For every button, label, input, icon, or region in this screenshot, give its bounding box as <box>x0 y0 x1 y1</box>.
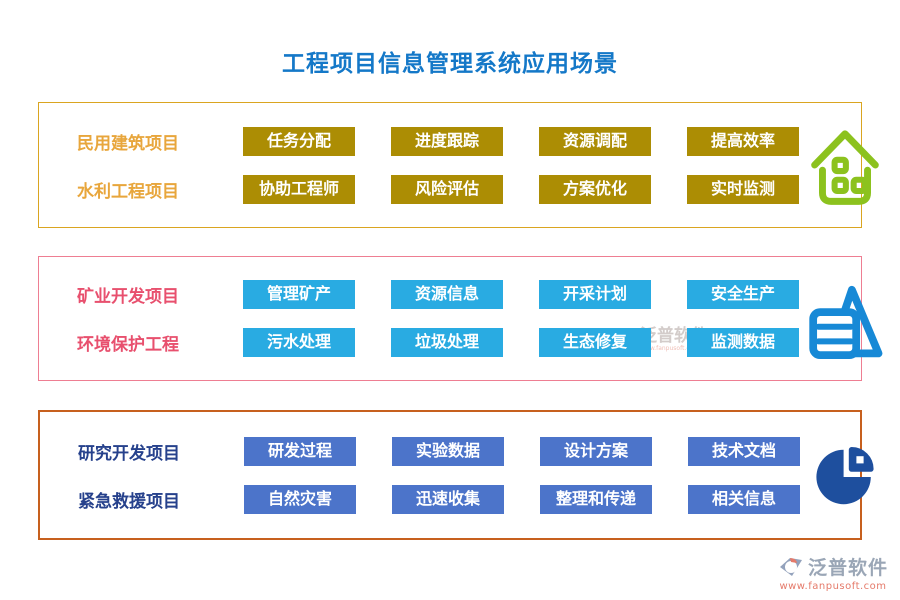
chip-safe-production[interactable]: 安全生产 <box>687 280 799 309</box>
section-civil-and-water: 民用建筑项目 任务分配 进度跟踪 资源调配 提高效率 水利工程项目 协助工程师 … <box>38 102 879 228</box>
row-civil-building: 民用建筑项目 任务分配 进度跟踪 资源调配 提高效率 <box>49 126 799 156</box>
chip-improve-efficiency[interactable]: 提高效率 <box>687 126 799 156</box>
row-rescue-project: 紧急救援项目 自然灾害 迅速收集 整理和传递 相关信息 <box>50 484 800 514</box>
chip-progress-track[interactable]: 进度跟踪 <box>391 126 503 156</box>
chip-garbage-treatment[interactable]: 垃圾处理 <box>391 328 503 357</box>
chip-realtime-monitor[interactable]: 实时监测 <box>687 174 799 204</box>
chip-experiment-data[interactable]: 实验数据 <box>392 436 504 466</box>
chip-related-info[interactable]: 相关信息 <box>688 484 800 514</box>
chip-plan-optimize[interactable]: 方案优化 <box>539 174 651 204</box>
chip-manage-minerals[interactable]: 管理矿产 <box>243 280 355 309</box>
chip-assist-engineer[interactable]: 协助工程师 <box>243 174 355 204</box>
row-label: 环境保护工程 <box>77 335 179 355</box>
row-label: 水利工程项目 <box>77 181 179 202</box>
house-icon <box>811 130 879 205</box>
row-label: 矿业开发项目 <box>77 287 179 307</box>
chip-mining-plan[interactable]: 开采计划 <box>539 280 651 309</box>
chip-resource-info[interactable]: 资源信息 <box>391 280 503 309</box>
row-label: 研究开发项目 <box>78 443 180 464</box>
chip-eco-restore[interactable]: 生态修复 <box>539 328 651 357</box>
chip-organize-transfer[interactable]: 整理和传递 <box>540 484 652 514</box>
chip-rapid-collect[interactable]: 迅速收集 <box>392 484 504 514</box>
chip-task-assign[interactable]: 任务分配 <box>243 126 355 156</box>
pie-chart-icon <box>816 447 874 505</box>
chip-monitor-data[interactable]: 监测数据 <box>687 328 799 357</box>
section-research-and-rescue: 研究开发项目 研发过程 实验数据 设计方案 技术文档 紧急救援项目 自然灾害 迅… <box>38 410 874 540</box>
brand-name: 泛普软件 <box>807 557 888 579</box>
chip-design-plan[interactable]: 设计方案 <box>540 436 652 466</box>
footer-brand: 泛普软件 www.fanpusoft.com <box>778 553 888 592</box>
mountain-list-icon <box>809 285 883 359</box>
chip-rd-process[interactable]: 研发过程 <box>244 436 356 466</box>
brand-logo-icon <box>779 557 802 576</box>
row-water-project: 水利工程项目 协助工程师 风险评估 方案优化 实时监测 <box>49 174 799 204</box>
chip-resource-allocate[interactable]: 资源调配 <box>539 126 651 156</box>
page-title: 工程项目信息管理系统应用场景 <box>282 51 618 77</box>
chip-sewage-treatment[interactable]: 污水处理 <box>243 328 355 357</box>
chip-natural-disaster[interactable]: 自然灾害 <box>244 484 356 514</box>
row-research-project: 研究开发项目 研发过程 实验数据 设计方案 技术文档 <box>50 436 800 466</box>
brand-url[interactable]: www.fanpusoft.com <box>779 581 887 592</box>
chip-risk-assess[interactable]: 风险评估 <box>391 174 503 204</box>
row-label: 民用建筑项目 <box>77 133 179 154</box>
row-environment-project: 环境保护工程 污水处理 垃圾处理 生态修复 监测数据 <box>49 328 799 357</box>
row-label: 紧急救援项目 <box>78 491 180 512</box>
section-mining-and-environment: 泛普软件 www.fanpusoft.com 矿业开发项目 管理矿产 资源信息 … <box>38 256 883 381</box>
chip-tech-docs[interactable]: 技术文档 <box>688 436 800 466</box>
row-mining-project: 矿业开发项目 管理矿产 资源信息 开采计划 安全生产 <box>49 280 799 309</box>
